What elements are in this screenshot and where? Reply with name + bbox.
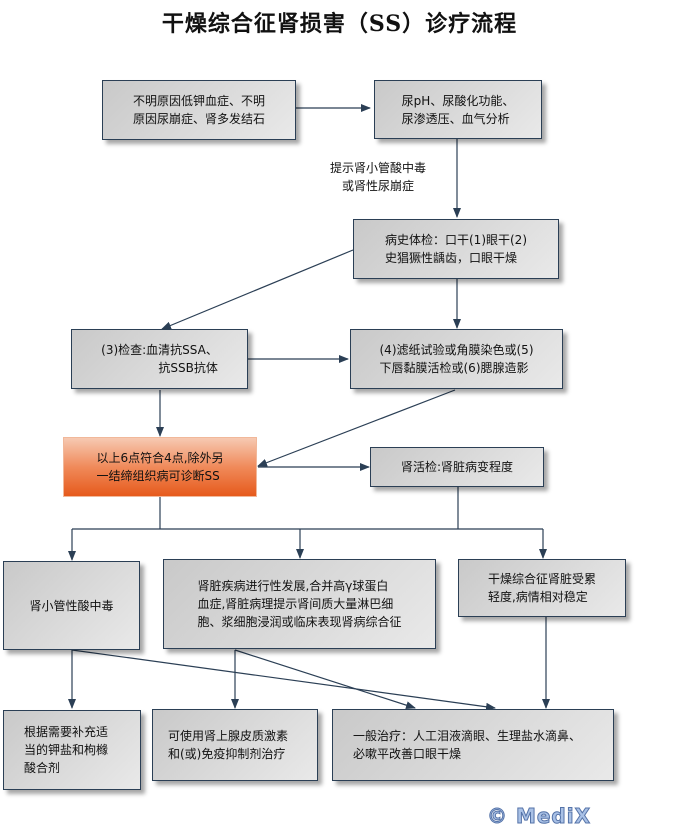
- node-history-exam: 病史体检：口干(1)眼干(2) 史猖獗性龋齿，口眼干燥: [353, 219, 559, 279]
- node-text: 病史体检：口干(1)眼干(2) 史猖獗性龋齿，口眼干燥: [385, 233, 527, 265]
- edge-n5-n6: [257, 389, 456, 467]
- node-text: 尿pH、尿酸化功能、 尿渗透压、血气分析: [401, 93, 515, 126]
- node-text: 可使用肾上腺皮质激素 和(或)免疫抑制剂治疗: [168, 729, 289, 761]
- node-progressive-disease: 肾脏疾病进行性发展,合并高γ球蛋白 血症,肾脏病理提示肾间质大量淋巴细 胞、浆细…: [163, 559, 436, 649]
- node-potassium-citrate: 根据需要补充适 当的钾盐和枸橼 酸合剂: [3, 710, 141, 790]
- node-antibody-test: (3)检查:血清抗SSA、 抗SSB抗体: [71, 329, 248, 389]
- node-text: (4)滤纸试验或角膜染色或(5) 下唇黏膜活检或(6)腮腺造影: [379, 343, 534, 375]
- edge-label-rta-hint: 提示肾小管酸中毒 或肾性尿崩症: [329, 161, 426, 193]
- watermark-logo: © MediX: [486, 804, 592, 828]
- node-initial-symptoms: 不明原因低钾血症、不明 原因尿崩症、肾多发结石: [102, 80, 296, 140]
- edge-n3-n4: [161, 249, 354, 330]
- node-text: 根据需要补充适 当的钾盐和枸橼 酸合剂: [24, 725, 109, 775]
- node-text: 一般治疗：人工泪液滴眼、生理盐水滴鼻、 必嗽平改善口眼干燥: [353, 729, 582, 761]
- page-title: 干燥综合征肾损害（SS）诊疗流程: [161, 11, 518, 37]
- node-text: 肾小管性酸中毒: [29, 598, 114, 613]
- node-ss-diagnosis: 以上6点符合4点,除外另 一结缔组织病可诊断SS: [63, 437, 257, 497]
- node-rta: 肾小管性酸中毒: [3, 561, 140, 650]
- node-text: 肾脏疾病进行性发展,合并高γ球蛋白 血症,肾脏病理提示肾间质大量淋巴细 胞、浆细…: [197, 579, 402, 629]
- node-text: 干燥综合征肾脏受累 轻度,病情相对稳定: [487, 572, 596, 604]
- node-text: (3)检查:血清抗SSA、 抗SSB抗体: [101, 343, 218, 375]
- node-text: 肾活检:肾脏病变程度: [400, 460, 514, 474]
- node-text: 以上6点符合4点,除外另 一结缔组织病可诊断SS: [96, 451, 224, 483]
- edge-n8-n13: [71, 649, 496, 711]
- node-renal-biopsy: 肾活检:肾脏病变程度: [370, 447, 544, 487]
- edge-n9-n13: [234, 649, 416, 710]
- node-general-treatment: 一般治疗：人工泪液滴眼、生理盐水滴鼻、 必嗽平改善口眼干燥: [332, 709, 614, 781]
- node-urine-tests: 尿pH、尿酸化功能、 尿渗透压、血气分析: [374, 80, 542, 139]
- node-steroid-immunosuppressant: 可使用肾上腺皮质激素 和(或)免疫抑制剂治疗: [152, 709, 318, 781]
- node-eye-gland-tests: (4)滤纸试验或角膜染色或(5) 下唇黏膜活检或(6)腮腺造影: [350, 329, 563, 389]
- node-text: 不明原因低钾血症、不明 原因尿崩症、肾多发结石: [132, 94, 265, 126]
- node-mild-involvement: 干燥综合征肾脏受累 轻度,病情相对稳定: [458, 559, 626, 617]
